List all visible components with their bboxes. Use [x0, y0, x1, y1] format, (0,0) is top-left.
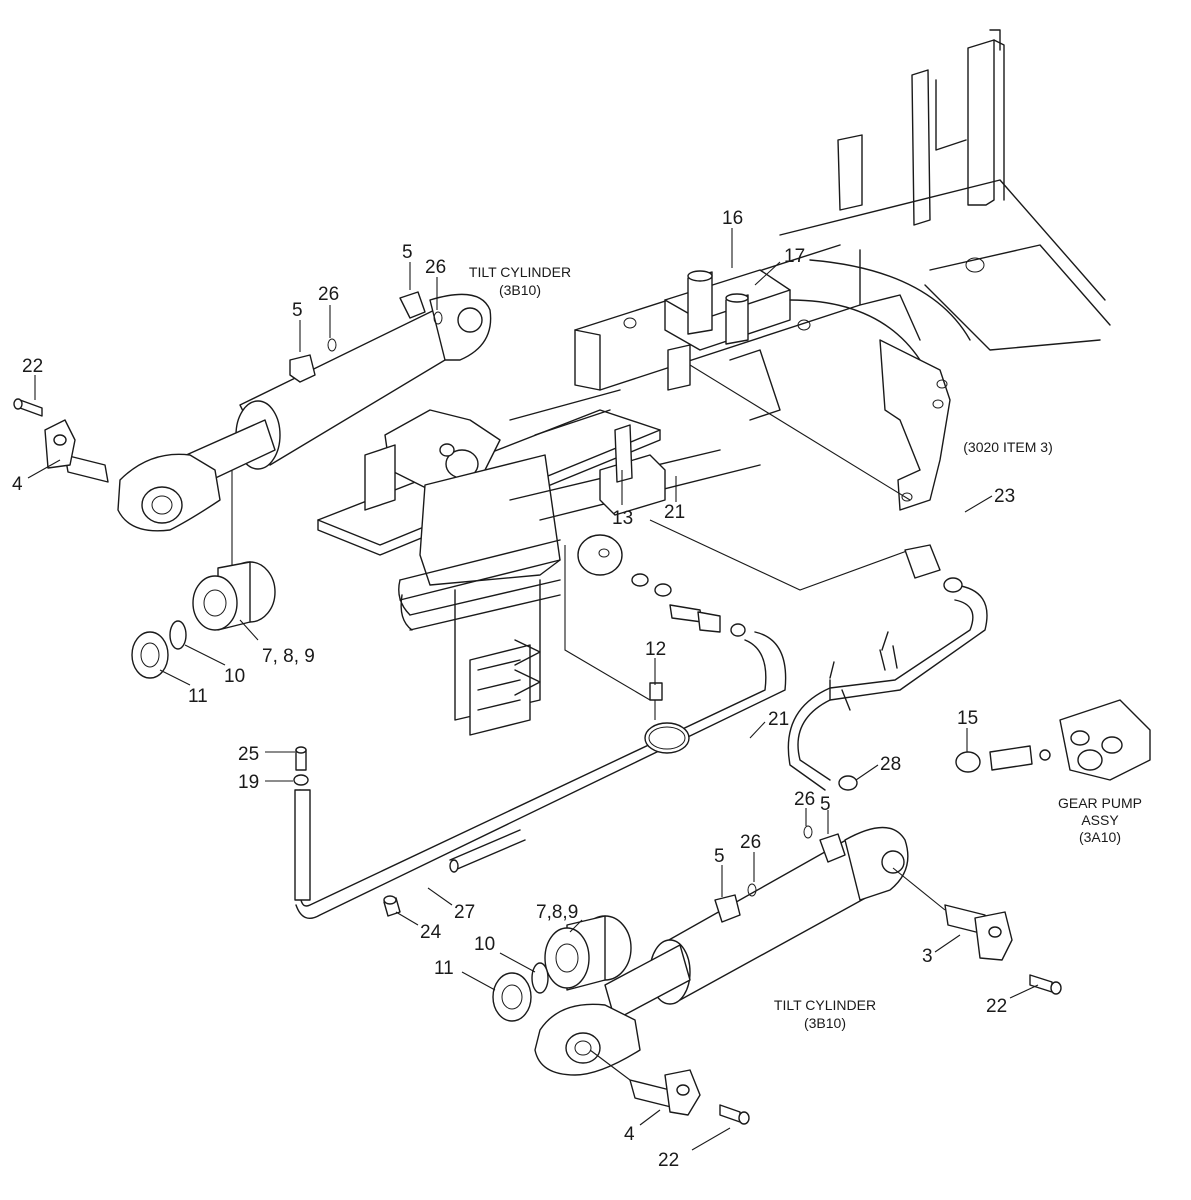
callout-25: 25	[238, 744, 259, 765]
callout-22-bottom: 22	[658, 1150, 679, 1171]
mast-frame	[574, 29, 1111, 511]
callout-23: 23	[994, 486, 1015, 507]
callout-numbers: 22 4 5 26 5 26 7, 8, 9 10 11 16 17 13 21…	[12, 208, 1015, 1171]
callout-12: 12	[645, 639, 666, 660]
caption-tilt-cylinder-bottom-ref: (3B10)	[804, 1015, 846, 1031]
callout-22-bottom-right: 22	[986, 996, 1007, 1017]
callout-10-bottom: 10	[474, 934, 495, 955]
callout-13: 13	[612, 508, 633, 529]
callout-leaders	[27, 228, 1039, 1151]
callout-19: 19	[238, 772, 259, 793]
callout-26-bottom-b: 26	[740, 832, 761, 853]
caption-3020-item-3: (3020 ITEM 3)	[963, 439, 1052, 455]
callout-15: 15	[957, 708, 978, 729]
callout-11-top: 11	[188, 686, 208, 707]
callout-11-bottom: 11	[434, 958, 454, 979]
callout-4-bottom: 4	[624, 1124, 635, 1145]
callout-17: 17	[784, 246, 805, 267]
callout-26-top-a: 26	[318, 284, 339, 305]
callout-22-top-left: 22	[22, 356, 43, 377]
caption-tilt-cylinder-bottom: TILT CYLINDER	[774, 997, 876, 1013]
callout-5-bottom-b: 5	[714, 846, 725, 867]
captions: TILT CYLINDER (3B10) (3020 ITEM 3) GEAR …	[469, 264, 1142, 1031]
callout-10-top: 10	[224, 666, 245, 687]
gear-pump	[955, 699, 1151, 781]
caption-gear-pump: GEAR PUMP	[1058, 795, 1142, 811]
callout-5-top-b: 5	[402, 242, 413, 263]
callout-7-8-9-bottom: 7,8,9	[536, 902, 578, 923]
callout-24: 24	[420, 922, 442, 943]
callout-21-lower: 21	[768, 709, 789, 730]
tilt-cylinder-bottom	[293, 746, 1062, 1125]
hoses	[294, 544, 988, 919]
callout-5-bottom-a: 5	[820, 794, 831, 815]
callout-16: 16	[722, 208, 743, 229]
tilt-cylinder-top	[13, 291, 492, 679]
callout-4-top-left: 4	[12, 474, 23, 495]
caption-tilt-cylinder-top: TILT CYLINDER	[469, 264, 571, 280]
valve-frame	[317, 389, 916, 736]
callout-21-upper: 21	[664, 502, 685, 523]
callout-26-bottom-a: 26	[794, 789, 815, 810]
caption-gear-pump-assy: ASSY	[1081, 812, 1119, 828]
callout-26-top-b: 26	[425, 257, 446, 278]
callout-7-8-9-top: 7, 8, 9	[262, 646, 315, 667]
callout-5-top-a: 5	[292, 300, 303, 321]
callout-28: 28	[880, 754, 901, 775]
caption-tilt-cylinder-top-ref: (3B10)	[499, 282, 541, 298]
callout-27: 27	[454, 902, 475, 923]
callout-3: 3	[922, 946, 933, 967]
caption-gear-pump-ref: (3A10)	[1079, 829, 1121, 845]
